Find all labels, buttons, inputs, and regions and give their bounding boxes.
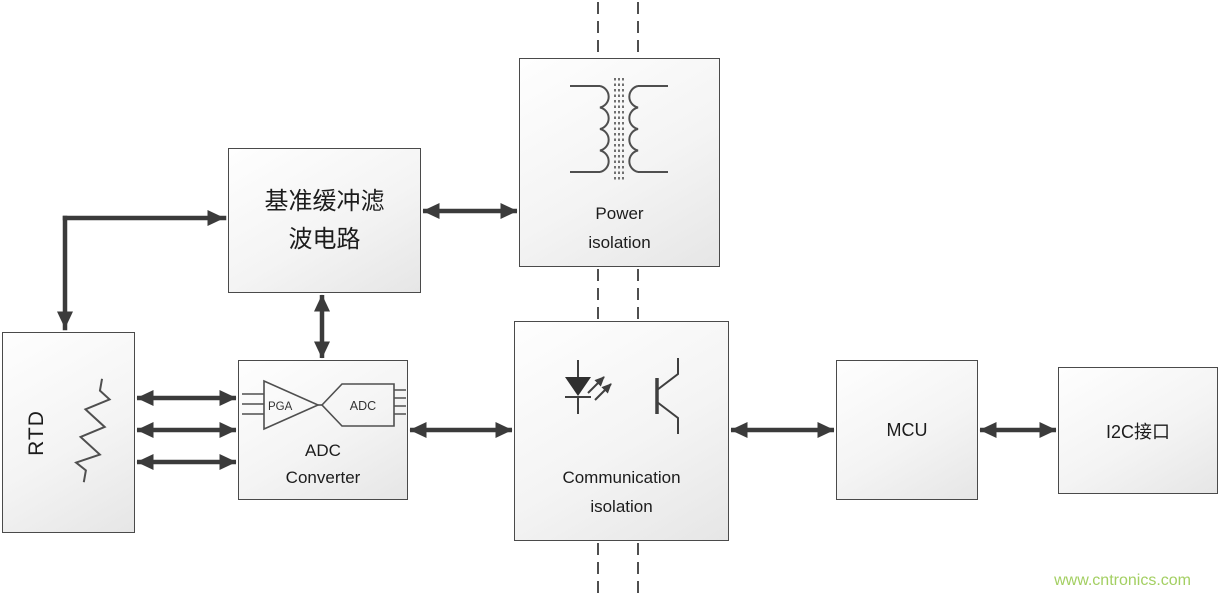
communication-isolation-label-line1: Communication bbox=[562, 468, 681, 488]
block-adc-converter: ADC Converter bbox=[238, 360, 408, 500]
watermark-text: www.cntronics.com bbox=[1054, 572, 1191, 589]
mcu-label: MCU bbox=[886, 419, 928, 440]
rtd-label: RTD bbox=[25, 409, 48, 456]
adc-converter-label-line1: ADC bbox=[305, 440, 341, 460]
adc-converter-label-line2: Converter bbox=[285, 467, 361, 487]
block-rtd: RTD bbox=[2, 332, 135, 533]
communication-isolation-label-line2: isolation bbox=[590, 497, 653, 517]
block-mcu: MCU bbox=[836, 360, 978, 500]
block-reference-buffer-filter: 基准缓冲滤 波电路 bbox=[228, 148, 421, 293]
power-isolation-label-line1: Power bbox=[595, 204, 644, 224]
block-i2c-interface: I2C接口 bbox=[1058, 367, 1218, 494]
reference-buffer-filter-label-line2: 波电路 bbox=[288, 225, 361, 253]
i2c-interface-label: I2C接口 bbox=[1105, 421, 1170, 442]
power-isolation-label-line2: isolation bbox=[588, 233, 651, 253]
block-power-isolation: Power isolation bbox=[519, 58, 720, 267]
reference-buffer-filter-label-line1: 基准缓冲滤 bbox=[264, 188, 385, 216]
block-communication-isolation: Communication isolation bbox=[514, 321, 729, 541]
